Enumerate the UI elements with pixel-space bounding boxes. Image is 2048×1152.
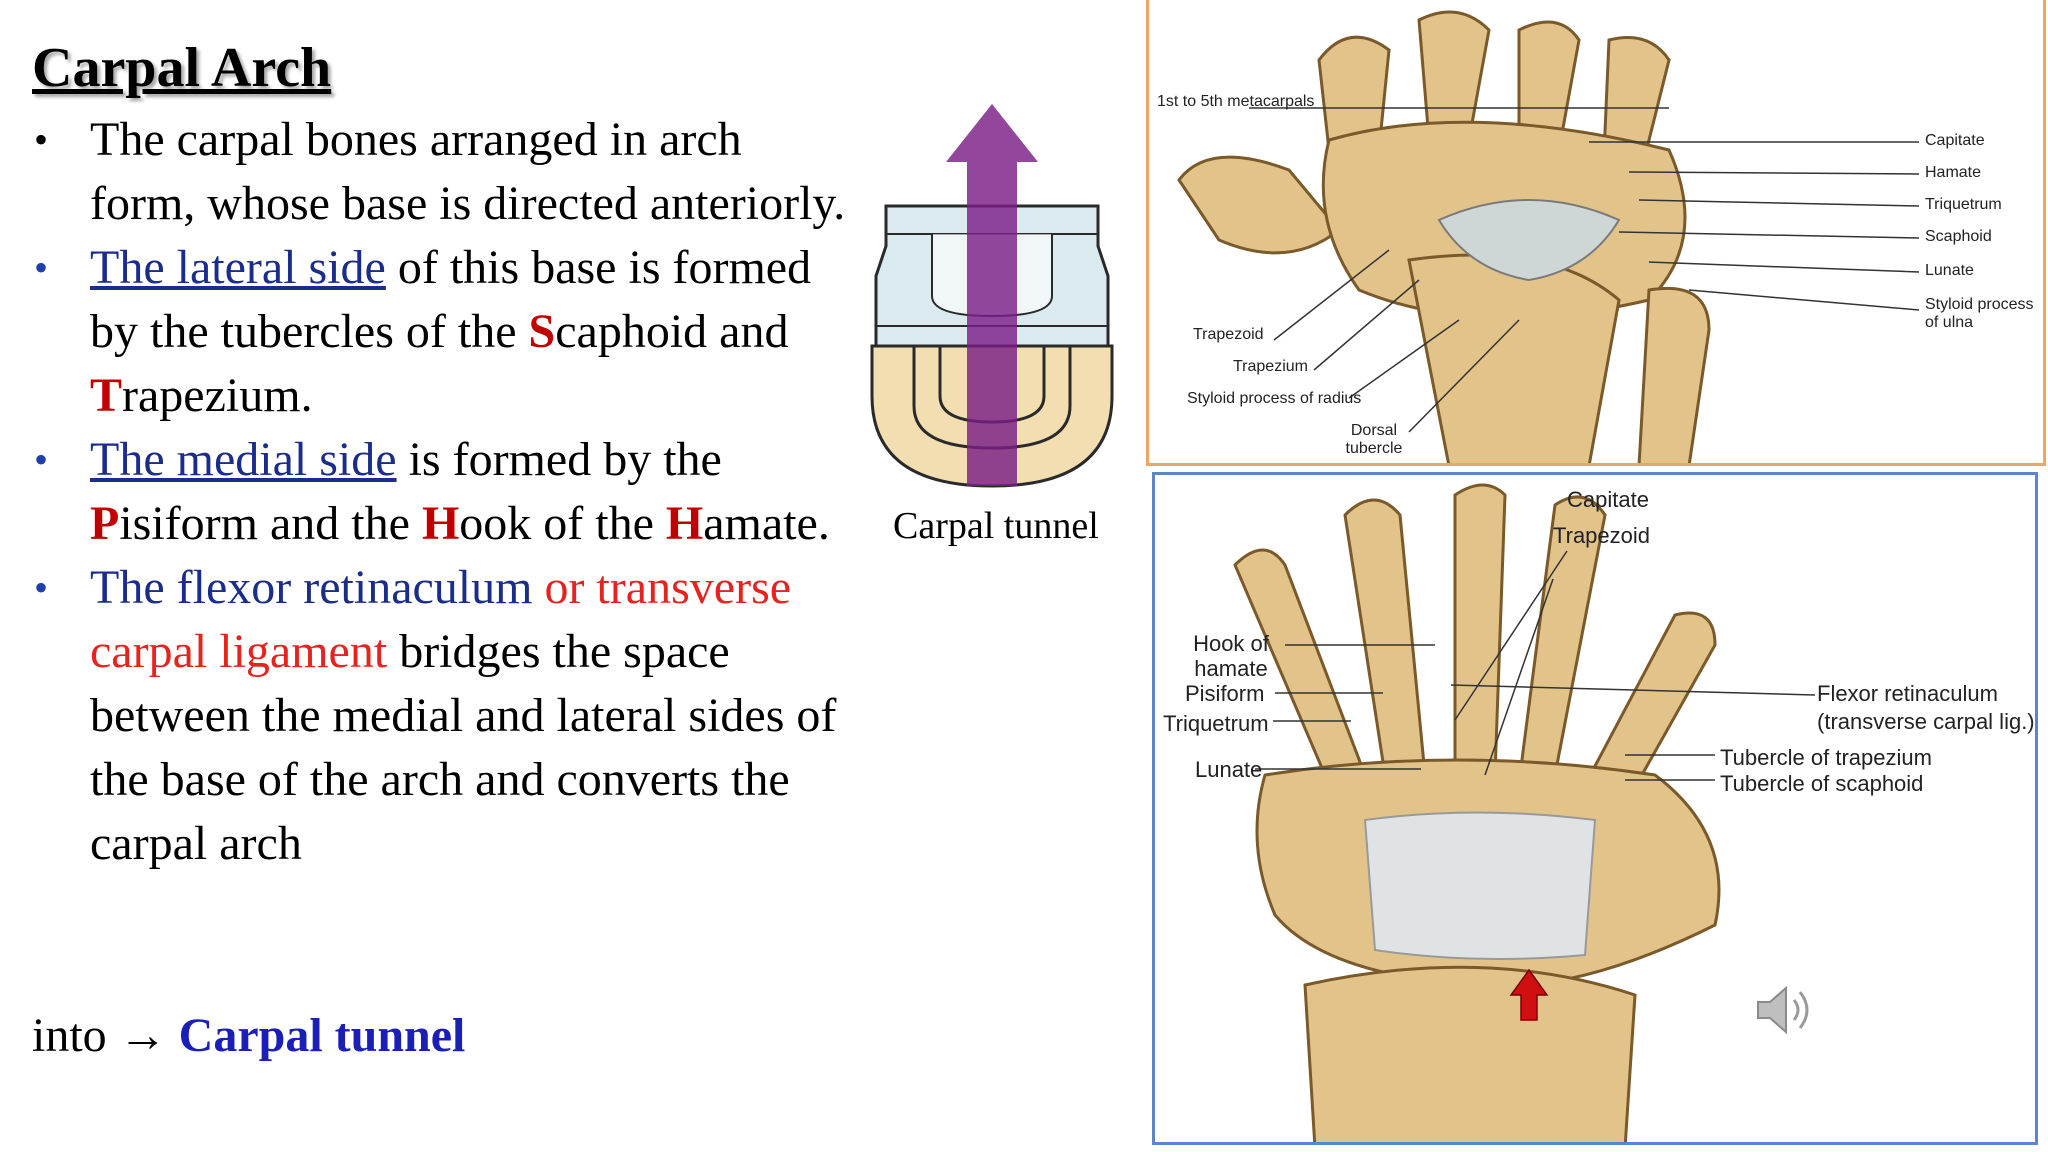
leader-line <box>1628 171 1920 175</box>
retinaculum-text: bridges the space between the medial and… <box>90 625 837 870</box>
bullet-list: • The carpal bones arranged in arch form… <box>32 108 852 876</box>
leader-line <box>1688 289 1920 311</box>
leader-line <box>1450 684 1816 696</box>
ulna-shape <box>1637 286 1711 463</box>
leader-line <box>1618 231 1920 239</box>
slide-title: Carpal Arch <box>32 37 332 99</box>
hook-initial: H <box>421 497 460 550</box>
arrow-up-icon <box>946 104 1038 486</box>
label-scaphoid: Scaphoid <box>1925 228 1992 245</box>
conclusion-prefix: into → <box>32 1009 179 1062</box>
lateral-side-term: The lateral side <box>90 241 386 294</box>
label-lunate: Lunate <box>1195 757 1263 782</box>
medial-side-term: The medial side <box>90 433 397 486</box>
trapezium-initial: T <box>90 369 123 422</box>
thumb-shape <box>1177 155 1342 255</box>
leader-line <box>1408 319 1520 433</box>
label-hook-of-hamate: Hook of hamate <box>1193 631 1269 682</box>
leader-line <box>1638 199 1920 207</box>
bullet-dot: • <box>34 437 49 482</box>
label-styloid-ulna: Styloid process of ulna <box>1925 296 2034 332</box>
hamate-rest: amate. <box>703 497 830 550</box>
radius-ulna-shape <box>1303 965 1637 1142</box>
leader-line <box>1648 261 1920 273</box>
label-pisiform: Pisiform <box>1185 681 1265 706</box>
pisiform-rest: isiform and the <box>119 497 422 550</box>
medial-side-text: is formed by the <box>396 433 722 486</box>
speaker-icon[interactable] <box>1752 978 1812 1042</box>
conclusion-line: into → Carpal tunnel <box>32 1004 465 1068</box>
flexor-retinaculum-term: The flexor retinaculum <box>90 561 533 614</box>
bullet-item-lateral: • The lateral side of this base is forme… <box>32 236 852 428</box>
label-hamate: Hamate <box>1925 164 1982 181</box>
label-trapezium: Trapezium <box>1233 358 1308 375</box>
metacarpal-shape <box>1343 498 1427 787</box>
leader-line <box>1348 319 1460 399</box>
tunnel-caption: Carpal tunnel <box>893 505 1099 547</box>
scaphoid-rest: caphoid and <box>555 305 789 358</box>
palmar-bones-illustration <box>1233 483 1816 1142</box>
label-metacarpals: 1st to 5th metacarpals <box>1157 93 1314 110</box>
label-capitate: Capitate <box>1567 487 1649 512</box>
pisiform-initial: P <box>90 497 120 550</box>
leader-line <box>1273 249 1390 341</box>
flexor-retinaculum-band <box>1363 811 1597 960</box>
hamate-initial: H <box>665 497 704 550</box>
lateral-side-text: of this base is formed by the tubercles … <box>90 241 812 358</box>
label-triquetrum: Triquetrum <box>1163 711 1269 736</box>
label-transverse-lig: (transverse carpal lig.) <box>1817 709 2035 734</box>
leader-line <box>1484 578 1554 776</box>
bullet-text-arch: The carpal bones arranged in arch form, … <box>90 113 846 230</box>
trapezium-rest: rapezium. <box>122 369 313 422</box>
label-tubercle-trapezium: Tubercle of trapezium <box>1720 745 1932 770</box>
radius-shape <box>1407 253 1621 463</box>
carpal-tunnel-diagram <box>870 104 1114 488</box>
bullet-dot: • <box>34 565 49 610</box>
scaphoid-initial: S <box>528 305 556 358</box>
label-flexor-retinaculum: Flexor retinaculum <box>1817 681 1998 706</box>
hook-rest: ook of the <box>459 497 666 550</box>
transverse-ligament-term: transverse carpal ligament <box>90 561 792 678</box>
carpal-tunnel-highlight: Carpal tunnel <box>178 1009 466 1062</box>
or-word: or <box>532 561 597 614</box>
bullet-item-medial: • The medial side is formed by the Pisif… <box>32 428 852 556</box>
label-trapezoid: Trapezoid <box>1193 326 1264 343</box>
bullet-item-arch: • The carpal bones arranged in arch form… <box>32 108 852 236</box>
bullet-dot: • <box>34 245 49 290</box>
dorsal-bones-illustration: 1st to 5th metacarpals <box>1157 10 1920 463</box>
label-dorsal-tubercle: Dorsal tubercle <box>1345 422 1403 458</box>
label-triquetrum: Triquetrum <box>1925 196 2002 213</box>
dorsal-wrist-figure: 1st to 5th metacarpals Capitate Hamate T… <box>1146 0 2046 466</box>
label-lunate: Lunate <box>1925 262 1974 279</box>
leader-line <box>1313 279 1420 371</box>
cartilage-surface <box>1437 199 1621 282</box>
arrow-up-icon <box>1509 968 1549 1021</box>
label-capitate: Capitate <box>1925 132 1985 149</box>
label-trapezoid: Trapezoid <box>1553 523 1651 548</box>
bullet-dot: • <box>34 117 49 162</box>
label-tubercle-scaphoid: Tubercle of scaphoid <box>1720 771 1924 796</box>
label-styloid-radius: Styloid process of radius <box>1187 390 1362 407</box>
bullet-item-retinaculum: • The flexor retinaculum or transverse c… <box>32 556 852 876</box>
palmar-wrist-figure: Capitate Trapezoid Hook of hamate Pisifo… <box>1152 472 2038 1145</box>
leader-line <box>1454 550 1568 721</box>
